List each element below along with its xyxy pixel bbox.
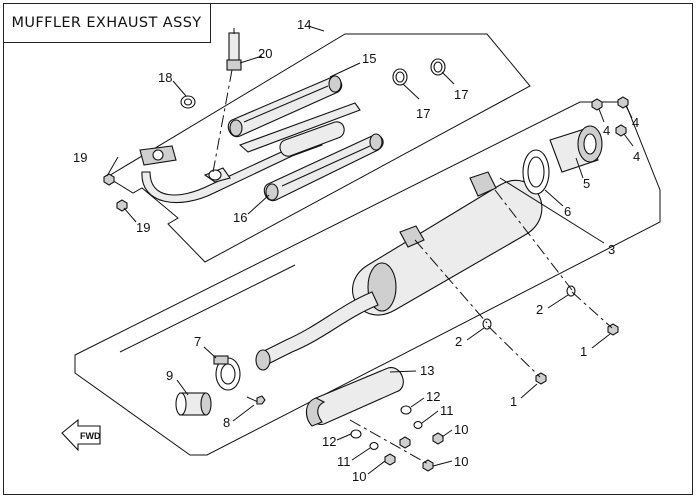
callout-4b: 4 bbox=[632, 115, 639, 130]
callout-17b: 17 bbox=[454, 87, 468, 102]
callout-9: 9 bbox=[166, 368, 173, 383]
bolt-10a bbox=[432, 432, 444, 445]
group-3-inner-outline bbox=[119, 264, 296, 353]
callout-leaders bbox=[106, 25, 634, 475]
washer-12b bbox=[350, 429, 362, 439]
mid-pipe bbox=[255, 291, 379, 371]
bolt-4b bbox=[617, 96, 629, 109]
muffler-body bbox=[352, 171, 543, 316]
heat-shield-13 bbox=[305, 367, 404, 427]
callout-19b: 19 bbox=[136, 220, 150, 235]
washer-11a bbox=[413, 420, 423, 430]
clamp-17a bbox=[392, 68, 408, 86]
fwd-label: FWD bbox=[80, 431, 101, 441]
bolt-10c bbox=[399, 436, 411, 449]
catalyst-pipe bbox=[238, 102, 361, 157]
gasket-9 bbox=[175, 392, 212, 416]
clamp-17b bbox=[430, 58, 446, 76]
callout-7: 7 bbox=[194, 334, 201, 349]
washer-2a bbox=[566, 285, 576, 297]
callout-19a: 19 bbox=[73, 150, 87, 165]
bolt-10b bbox=[384, 453, 396, 466]
heat-shield-15 bbox=[227, 75, 343, 138]
fwd-arrow-icon: FWD bbox=[61, 418, 101, 452]
sensor-leader bbox=[212, 69, 233, 173]
callout-2a: 2 bbox=[536, 302, 543, 317]
bolt-4a bbox=[591, 98, 603, 111]
callout-14: 14 bbox=[297, 17, 311, 32]
callout-11a: 11 bbox=[440, 403, 454, 418]
callout-6: 6 bbox=[564, 204, 571, 219]
bolt-4c bbox=[615, 124, 627, 137]
callout-10c: 10 bbox=[454, 454, 468, 469]
callout-10a: 10 bbox=[454, 422, 468, 437]
bolt-8 bbox=[246, 395, 266, 405]
callout-15: 15 bbox=[362, 51, 376, 66]
title-box: MUFFLER EXHAUST ASSY bbox=[3, 3, 211, 43]
callout-1a: 1 bbox=[580, 344, 587, 359]
end-cap-5 bbox=[549, 125, 603, 173]
callout-1b: 1 bbox=[510, 394, 517, 409]
clamp-7 bbox=[213, 355, 241, 391]
callout-4c: 4 bbox=[633, 149, 640, 164]
callout-3: 3 bbox=[608, 242, 615, 257]
callout-11b: 11 bbox=[337, 454, 351, 469]
callout-20: 20 bbox=[258, 46, 272, 61]
callout-16: 16 bbox=[233, 210, 247, 225]
exhaust-flange bbox=[139, 145, 177, 166]
o2-sensor-20 bbox=[226, 28, 242, 71]
callout-12a: 12 bbox=[426, 389, 440, 404]
nut-19a bbox=[103, 173, 115, 186]
washer-12a bbox=[400, 405, 412, 415]
callout-17a: 17 bbox=[416, 106, 430, 121]
callout-18: 18 bbox=[158, 70, 172, 85]
callout-12b: 12 bbox=[322, 434, 336, 449]
callout-2b: 2 bbox=[455, 334, 462, 349]
washer-11b bbox=[369, 441, 379, 451]
callout-4a: 4 bbox=[603, 123, 610, 138]
group-14-outline bbox=[106, 33, 531, 263]
callout-13: 13 bbox=[420, 363, 434, 378]
callout-8: 8 bbox=[223, 415, 230, 430]
heat-shield-16 bbox=[263, 133, 384, 202]
diagram-title: MUFFLER EXHAUST ASSY bbox=[11, 14, 202, 31]
diagram-frame bbox=[3, 3, 693, 495]
callout-10b: 10 bbox=[352, 469, 366, 484]
header-pipe bbox=[141, 137, 323, 204]
callout-5: 5 bbox=[583, 176, 590, 191]
